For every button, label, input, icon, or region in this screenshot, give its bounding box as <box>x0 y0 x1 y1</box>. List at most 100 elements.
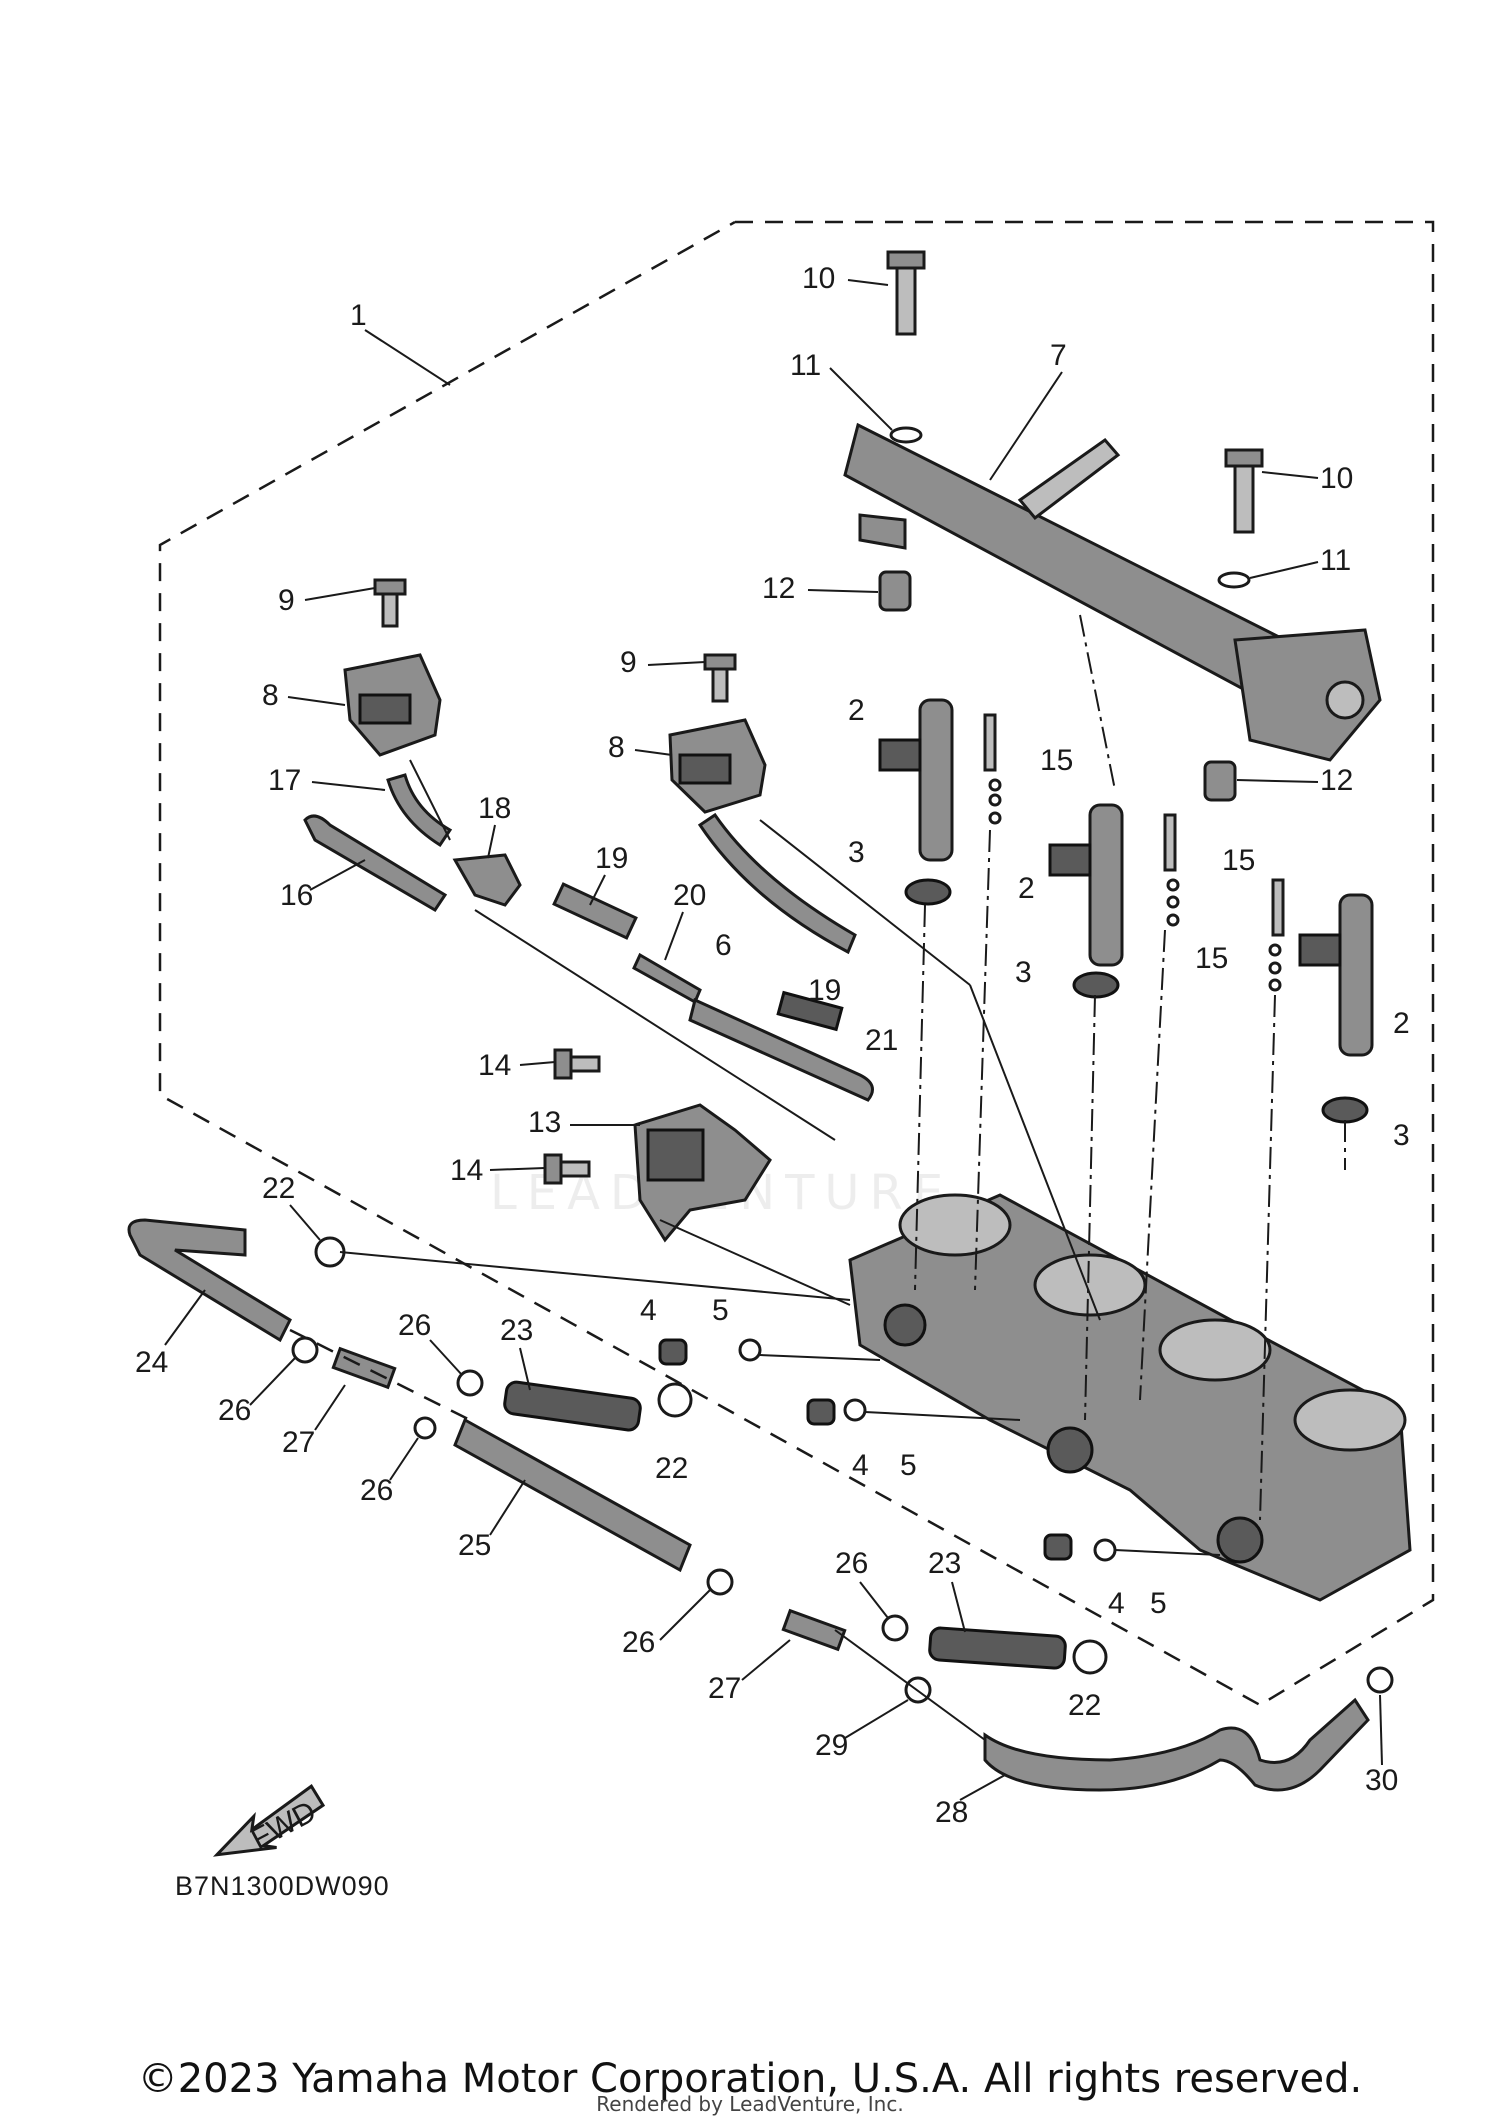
callout-27: 27 <box>282 1426 315 1459</box>
callout-14: 14 <box>478 1049 511 1082</box>
callout-4: 4 <box>640 1294 657 1327</box>
callout-9: 9 <box>278 584 295 617</box>
callout-2: 2 <box>848 694 865 727</box>
screw-9-right[interactable] <box>703 653 737 703</box>
callout-15: 15 <box>1040 744 1073 777</box>
callout-28: 28 <box>935 1796 968 1829</box>
hose-23-right[interactable] <box>928 1626 1067 1670</box>
callout-10: 10 <box>802 262 835 295</box>
callout-3: 3 <box>1393 1119 1410 1152</box>
washer-11-left[interactable] <box>889 426 923 444</box>
callout-22: 22 <box>1068 1689 1101 1722</box>
callout-27: 27 <box>708 1672 741 1705</box>
clip-5-b[interactable] <box>843 1398 867 1422</box>
screw-set-15-c[interactable] <box>1268 878 1285 992</box>
callout-7: 7 <box>1050 339 1067 372</box>
bolt-10-right[interactable] <box>1224 448 1264 534</box>
callout-23: 23 <box>928 1547 961 1580</box>
callout-5: 5 <box>900 1449 917 1482</box>
callout-4: 4 <box>1108 1587 1125 1620</box>
fuel-rail[interactable] <box>843 422 1382 762</box>
sensor-8-left[interactable] <box>343 653 442 757</box>
injector-2-b[interactable] <box>1048 803 1124 967</box>
screw-14-bottom[interactable] <box>543 1153 591 1185</box>
clip-26-e[interactable] <box>881 1614 909 1642</box>
callout-5: 5 <box>1150 1587 1167 1620</box>
callout-30: 30 <box>1365 1764 1398 1797</box>
fitting-27-right[interactable] <box>781 1608 847 1652</box>
injector-2-c[interactable] <box>1298 893 1374 1057</box>
seal-3-a[interactable] <box>904 878 952 906</box>
collar-12-left[interactable] <box>878 570 912 612</box>
clip-26-d[interactable] <box>706 1568 734 1596</box>
hose-25[interactable] <box>453 1417 692 1573</box>
callout-21: 21 <box>865 1024 898 1057</box>
injector-2-a[interactable] <box>878 698 954 862</box>
clip-29[interactable] <box>904 1676 932 1704</box>
hose-19-b[interactable] <box>776 990 844 1032</box>
callout-26: 26 <box>622 1626 655 1659</box>
screw-set-15-a[interactable] <box>983 713 1002 825</box>
fwd-arrow-icon: FWD <box>212 1784 326 1857</box>
screw-14-top[interactable] <box>553 1048 601 1080</box>
callout-2: 2 <box>1018 872 1035 905</box>
callout-24: 24 <box>135 1346 168 1379</box>
clip-30[interactable] <box>1366 1666 1394 1694</box>
callout-26: 26 <box>218 1394 251 1427</box>
clip-5-a[interactable] <box>738 1338 762 1362</box>
callout-2: 2 <box>1393 1007 1410 1040</box>
collar-12-right[interactable] <box>1203 760 1237 802</box>
screw-9-left[interactable] <box>373 578 407 628</box>
callout-14: 14 <box>450 1154 483 1187</box>
hose-28[interactable] <box>983 1697 1370 1792</box>
cap-4-a[interactable] <box>658 1338 688 1366</box>
callout-22: 22 <box>655 1452 688 1485</box>
fwd-label: FWD <box>246 1795 322 1856</box>
callout-29: 29 <box>815 1729 848 1762</box>
hose-19-a[interactable] <box>552 882 638 940</box>
callout-23: 23 <box>500 1314 533 1347</box>
hose-17[interactable] <box>386 773 453 848</box>
callout-19: 19 <box>808 974 841 1007</box>
callout-15: 15 <box>1222 844 1255 877</box>
cap-4-b[interactable] <box>806 1398 836 1426</box>
callout-25: 25 <box>458 1529 491 1562</box>
hose-16[interactable] <box>303 814 448 913</box>
callout-22: 22 <box>262 1172 295 1205</box>
callout-16: 16 <box>280 879 313 912</box>
seal-3-c[interactable] <box>1321 1096 1369 1124</box>
cap-4-c[interactable] <box>1043 1533 1073 1561</box>
callout-11: 11 <box>790 349 821 382</box>
callout-18: 18 <box>478 792 511 825</box>
sensor-13[interactable] <box>633 1103 772 1243</box>
callout-8: 8 <box>262 679 279 712</box>
hose-23-left[interactable] <box>503 1380 642 1432</box>
seal-3-b[interactable] <box>1072 971 1120 999</box>
clip-26-b[interactable] <box>456 1369 484 1397</box>
clip-26-c[interactable] <box>413 1416 437 1440</box>
clip-5-c[interactable] <box>1093 1538 1117 1562</box>
callout-4: 4 <box>852 1449 869 1482</box>
clip-22-bottom[interactable] <box>1072 1639 1108 1675</box>
fitting-18[interactable] <box>452 853 522 907</box>
fitting-27-left[interactable] <box>331 1346 397 1390</box>
washer-11-right[interactable] <box>1217 571 1251 589</box>
hose-21[interactable] <box>688 997 874 1102</box>
callout-13: 13 <box>528 1106 561 1139</box>
throttle-body-assembly[interactable] <box>848 1193 1412 1602</box>
fitting-20[interactable] <box>632 952 702 1005</box>
clip-26-a[interactable] <box>291 1336 319 1364</box>
screw-set-15-b[interactable] <box>1163 813 1180 927</box>
callout-3: 3 <box>848 836 865 869</box>
clip-22-top[interactable] <box>314 1236 346 1268</box>
hose-6[interactable] <box>697 812 857 955</box>
sensor-8-right[interactable] <box>668 718 767 814</box>
hose-24[interactable] <box>127 1218 292 1343</box>
callout-8: 8 <box>608 731 625 764</box>
callout-labels: 1 2 2 2 3 3 3 4 4 4 5 5 5 6 7 8 8 9 9 10… <box>135 262 1410 1829</box>
clip-22-middle[interactable] <box>657 1382 693 1418</box>
bolt-10-left[interactable] <box>886 250 926 336</box>
callout-9: 9 <box>620 646 637 679</box>
callout-10: 10 <box>1320 462 1353 495</box>
